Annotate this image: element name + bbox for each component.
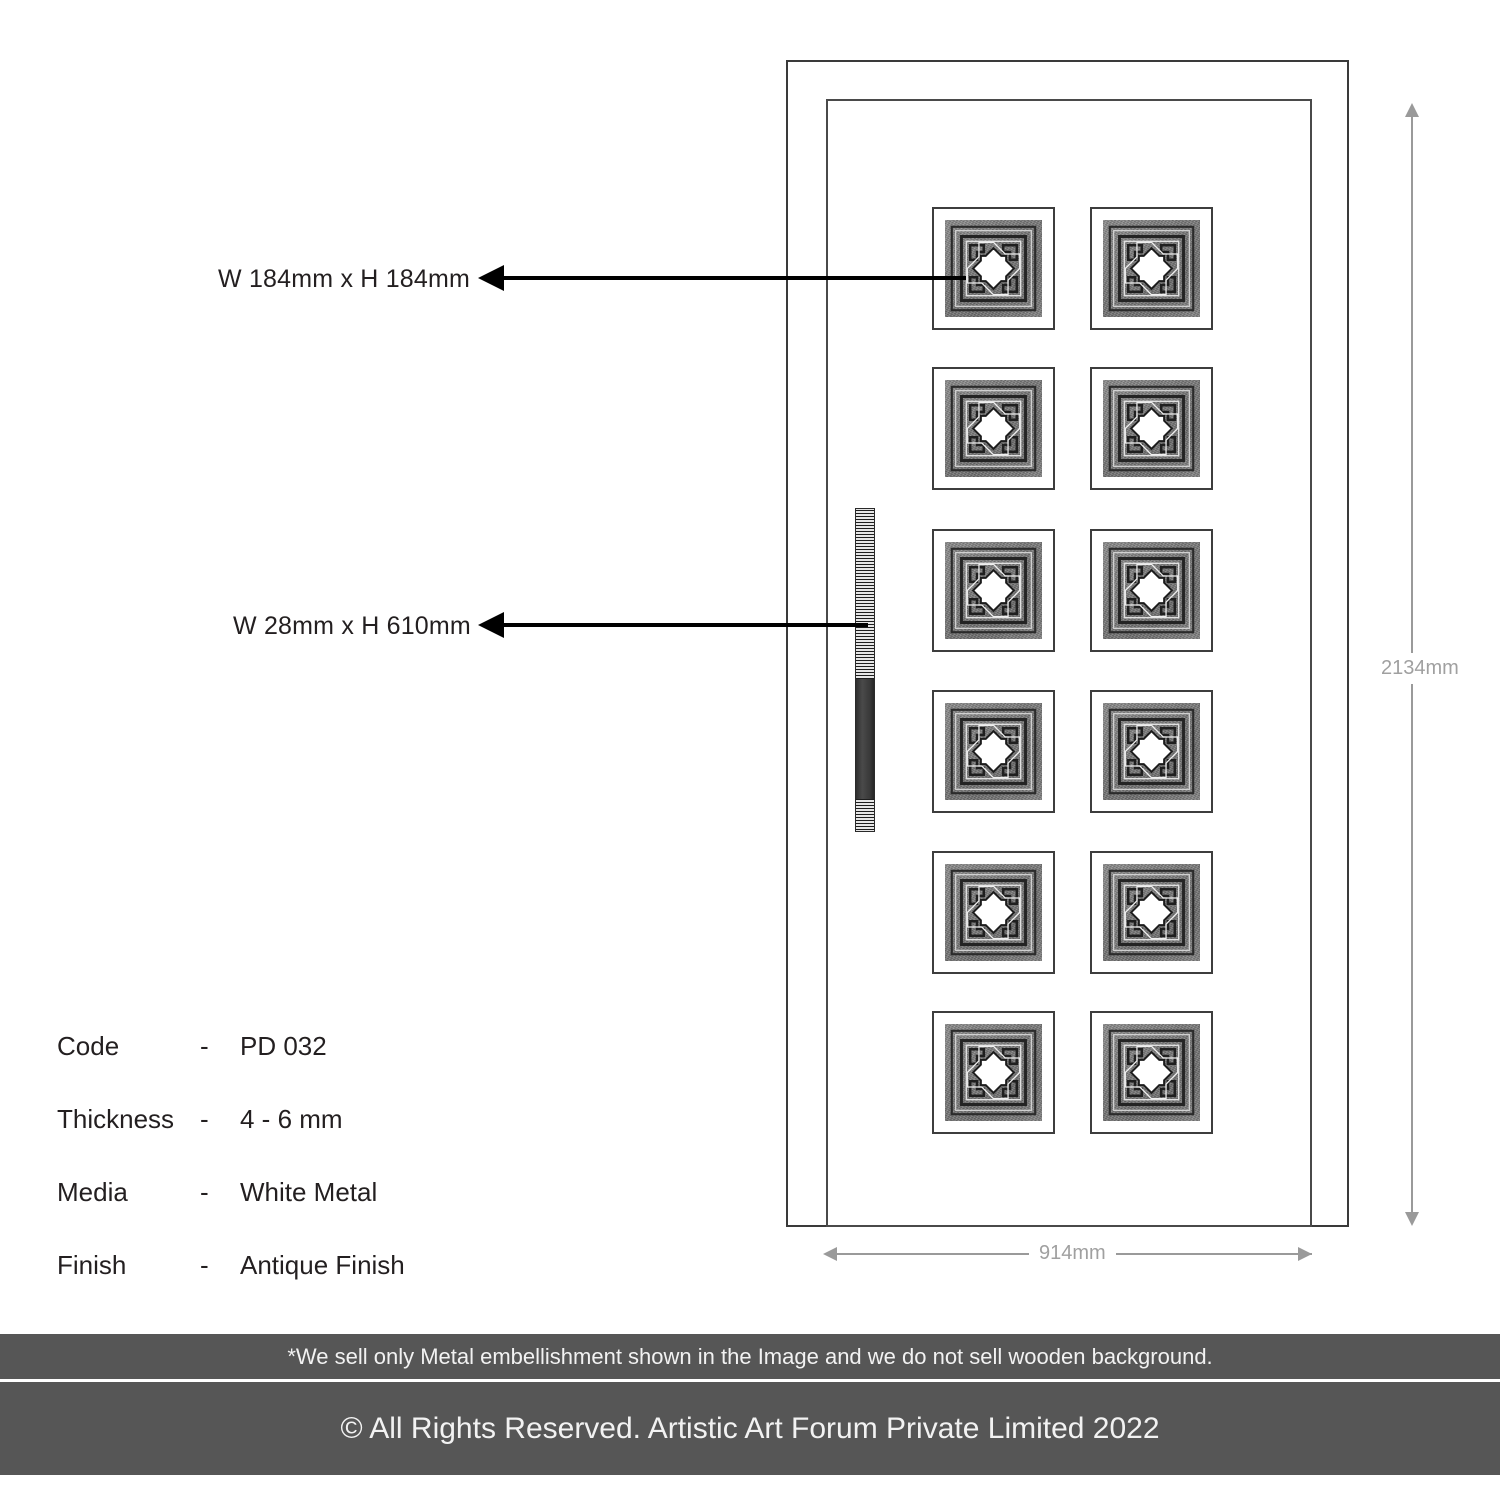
tile-texture <box>945 864 1042 961</box>
spec-separator: - <box>200 1104 209 1134</box>
door-inner-panel <box>826 99 1312 1227</box>
copyright-band: © All Rights Reserved. Artistic Art Foru… <box>0 1382 1500 1475</box>
tile-texture <box>1103 220 1200 317</box>
spec-value-code: PD 032 <box>240 1031 327 1061</box>
spec-separator: - <box>200 1250 209 1280</box>
spec-separator: - <box>200 1031 209 1061</box>
spec-row-finish: Finish - Antique Finish <box>57 1250 617 1290</box>
copyright-text: © All Rights Reserved. Artistic Art Foru… <box>340 1411 1160 1445</box>
handle-grip-top <box>856 509 874 679</box>
greek-key-star-motif-icon <box>950 547 1037 634</box>
callout-leader-line-panel-tile <box>500 276 966 280</box>
spec-value-media: White Metal <box>240 1177 378 1207</box>
callout-arrowhead-handle <box>478 612 504 638</box>
spec-label-code: Code <box>57 1031 120 1061</box>
handle-bar <box>856 679 874 799</box>
metal-embellishment-tile <box>1090 367 1213 490</box>
metal-embellishment-tile <box>1090 1011 1213 1134</box>
spec-label-media: Media <box>57 1177 128 1207</box>
spec-separator: - <box>200 1177 209 1207</box>
height-dimension-arrowhead-bottom <box>1405 1212 1419 1226</box>
metal-embellishment-tile <box>1090 207 1213 330</box>
greek-key-star-motif-icon <box>950 1029 1037 1116</box>
tile-texture <box>1103 542 1200 639</box>
metal-embellishment-tile <box>932 529 1055 652</box>
tile-texture <box>945 380 1042 477</box>
height-dimension-label: 2134mm <box>1381 653 1459 684</box>
width-dimension-arrowhead-left <box>823 1247 837 1261</box>
greek-key-star-motif-icon <box>1108 225 1195 312</box>
greek-key-star-motif-icon <box>950 385 1037 472</box>
greek-key-star-motif-icon <box>1108 1029 1195 1116</box>
greek-key-star-motif-icon <box>1108 385 1195 472</box>
greek-key-star-motif-icon <box>950 225 1037 312</box>
spec-value-finish: Antique Finish <box>240 1250 405 1280</box>
spec-row-thickness: Thickness - 4 - 6 mm <box>57 1104 617 1144</box>
greek-key-star-motif-icon <box>950 708 1037 795</box>
spec-label-thickness: Thickness <box>57 1104 175 1134</box>
metal-embellishment-tile <box>1090 690 1213 813</box>
callout-leader-line-handle <box>500 623 868 627</box>
spec-label-finish: Finish <box>57 1250 127 1280</box>
metal-embellishment-tile <box>1090 529 1213 652</box>
disclaimer-band: *We sell only Metal embellishment shown … <box>0 1334 1500 1379</box>
tile-texture <box>1103 864 1200 961</box>
metal-embellishment-tile <box>932 1011 1055 1134</box>
handle-grip-bottom <box>856 799 874 831</box>
callout-label-handle: W 28mm x H 610mm <box>233 612 471 640</box>
spec-value-thickness: 4 - 6 mm <box>240 1104 343 1134</box>
tile-texture <box>945 542 1042 639</box>
disclaimer-text: *We sell only Metal embellishment shown … <box>287 1343 1213 1369</box>
width-dimension-arrowhead-right <box>1298 1247 1312 1261</box>
metal-embellishment-tile <box>932 367 1055 490</box>
spec-row-code: Code - PD 032 <box>57 1031 617 1071</box>
greek-key-star-motif-icon <box>950 869 1037 956</box>
door-handle <box>855 508 875 832</box>
tile-texture <box>1103 380 1200 477</box>
tile-texture <box>945 1024 1042 1121</box>
greek-key-star-motif-icon <box>1108 547 1195 634</box>
tile-texture <box>1103 1024 1200 1121</box>
metal-embellishment-tile <box>932 690 1055 813</box>
spec-row-media: Media - White Metal <box>57 1177 617 1217</box>
metal-embellishment-tile <box>1090 851 1213 974</box>
metal-embellishment-tile <box>932 851 1055 974</box>
callout-arrowhead-panel-tile <box>478 265 504 291</box>
tile-texture <box>945 703 1042 800</box>
tile-texture <box>945 220 1042 317</box>
greek-key-star-motif-icon <box>1108 869 1195 956</box>
callout-label-panel-tile: W 184mm x H 184mm <box>218 265 471 293</box>
greek-key-star-motif-icon <box>1108 708 1195 795</box>
metal-embellishment-tile <box>932 207 1055 330</box>
width-dimension-label: 914mm <box>1029 1242 1116 1265</box>
tile-texture <box>1103 703 1200 800</box>
height-dimension-arrowhead-top <box>1405 103 1419 117</box>
